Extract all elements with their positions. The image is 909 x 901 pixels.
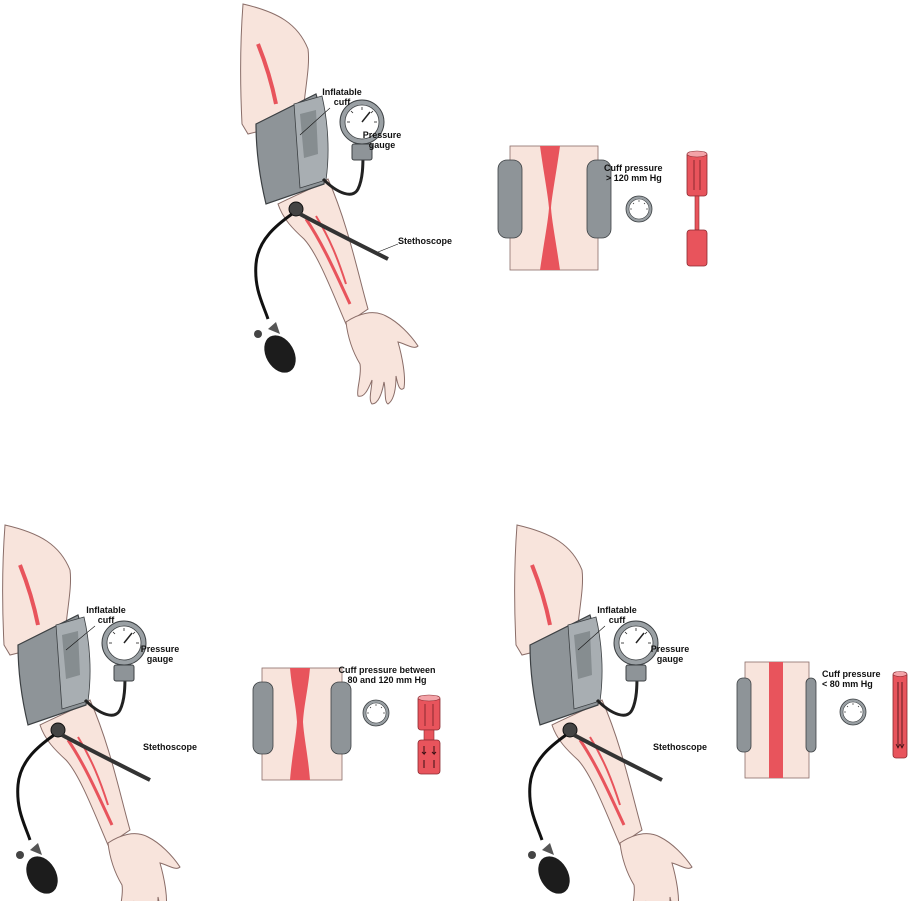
vessel-flow-icon-open [893,672,907,759]
arm-with-cuff-illustration [3,525,180,901]
svg-text:Pressure: Pressure [363,130,402,140]
pressure-label: Cuff pressure > 120 mm Hg [604,163,663,183]
vessel-flow-icon-closed [687,151,707,266]
gauge-label: Pressure gauge [141,644,180,664]
svg-text:Cuff pressure between: Cuff pressure between [338,665,435,675]
svg-text:gauge: gauge [147,654,174,664]
svg-text:cuff: cuff [334,97,352,107]
arm-with-cuff-illustration [515,525,692,901]
mini-gauge-icon [363,700,389,726]
arm-with-cuff-illustration [241,4,418,404]
gauge-label: Pressure gauge [651,644,690,664]
svg-text:80 and 120 mm Hg: 80 and 120 mm Hg [347,675,426,685]
svg-text:gauge: gauge [369,140,396,150]
svg-text:Cuff pressure: Cuff pressure [822,669,881,679]
mini-gauge-icon [840,699,866,725]
stethoscope-label: Stethoscope [398,236,452,246]
svg-text:cuff: cuff [98,615,116,625]
svg-text:cuff: cuff [609,615,627,625]
artery-cross-section-open [737,662,816,778]
mini-gauge-icon [626,196,652,222]
svg-text:gauge: gauge [657,654,684,664]
artery-cross-section-partial [253,668,351,780]
svg-text:Inflatable: Inflatable [86,605,126,615]
svg-text:< 80 mm Hg: < 80 mm Hg [822,679,873,689]
panel-2: Inflatable cuff Pressure gauge Stethosco… [3,525,440,901]
svg-text:Inflatable: Inflatable [597,605,637,615]
vessel-flow-icon-partial [418,695,440,774]
svg-text:Cuff pressure: Cuff pressure [604,163,663,173]
panel-1: Inflatable cuff Pressure gauge Stethosco… [241,4,707,404]
artery-cross-section-closed [498,146,611,270]
svg-text:Pressure: Pressure [141,644,180,654]
stethoscope-label: Stethoscope [653,742,707,752]
pressure-label: Cuff pressure between 80 and 120 mm Hg [338,665,435,685]
svg-text:Inflatable: Inflatable [322,87,362,97]
svg-text:Pressure: Pressure [651,644,690,654]
svg-text:> 120 mm Hg: > 120 mm Hg [606,173,662,183]
stethoscope-label: Stethoscope [143,742,197,752]
gauge-label: Pressure gauge [363,130,402,150]
panel-3: Inflatable cuff Pressure gauge Stethosco… [515,525,907,901]
pressure-label: Cuff pressure < 80 mm Hg [822,669,881,689]
